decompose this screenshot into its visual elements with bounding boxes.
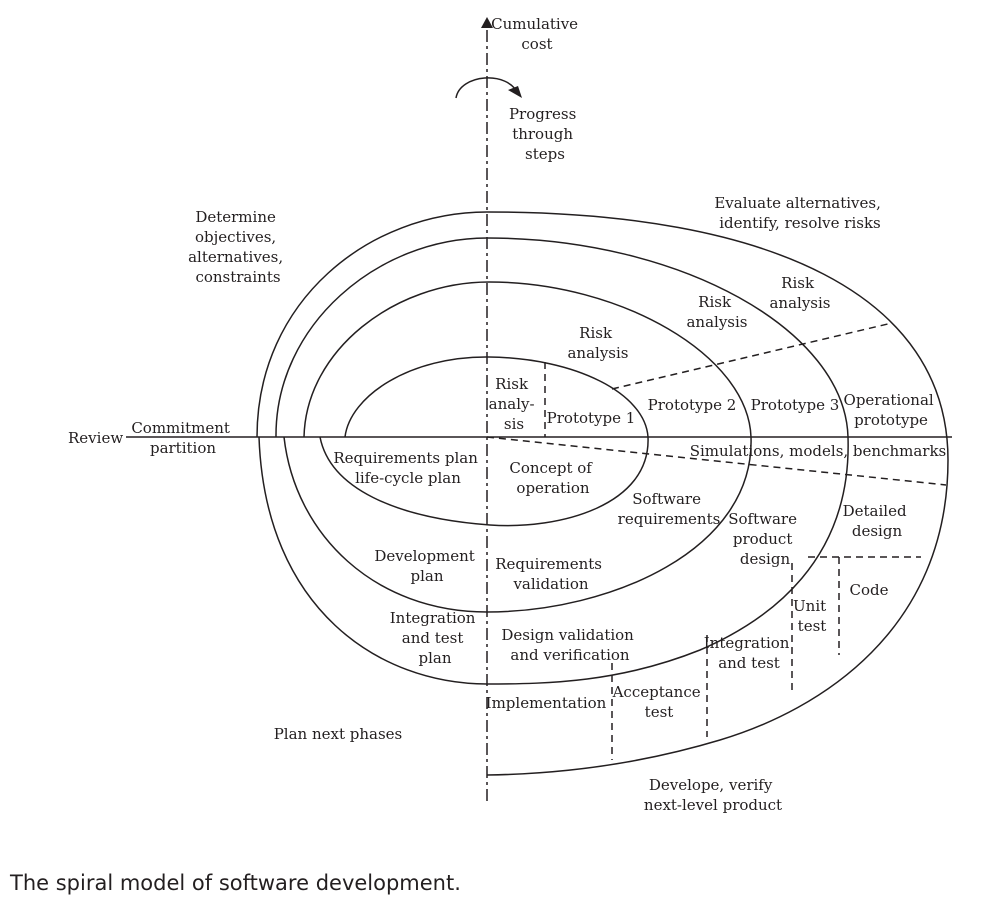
spiral-loop-3 xyxy=(258,237,849,685)
concept-of-operation: Concept of operation xyxy=(509,459,596,497)
risk-analysis-2: Risk analysis xyxy=(567,324,628,362)
risk-analysis-1: Risk analy- sis xyxy=(489,375,540,433)
unit-test: Unit test xyxy=(793,597,831,635)
integration-test-plan: Integration and test plan xyxy=(390,609,481,667)
figure-caption: The spiral model of software development… xyxy=(9,871,461,895)
operational-prototype: Operational prototype xyxy=(844,391,939,429)
design-validation-verification: Design validation and verification xyxy=(501,626,638,664)
detailed-design: Detailed design xyxy=(843,502,912,540)
cumulative-cost-label: Cumulative cost xyxy=(491,15,583,53)
acceptance-test: Acceptance test xyxy=(612,683,706,721)
progress-label: Progress through steps xyxy=(509,105,581,163)
risk-analysis-4: Risk analysis xyxy=(769,274,830,312)
software-product-design: Software product design xyxy=(728,510,802,568)
prototype-3: Prototype 3 xyxy=(751,396,840,414)
code-label: Code xyxy=(850,581,889,599)
risk-analysis-dashed-line xyxy=(611,322,893,390)
spiral-loop-2 xyxy=(283,281,752,613)
development-plan: Development plan xyxy=(374,547,479,585)
implementation: Implementation xyxy=(486,694,607,712)
cost-axis-arrowhead xyxy=(481,17,493,28)
quadrant-develop-verify: Develope, verify next-level product xyxy=(644,776,782,814)
spiral-loop-1 xyxy=(319,356,649,527)
software-requirements: Software requirements xyxy=(618,490,721,528)
progress-arrowhead xyxy=(508,86,522,98)
quadrant-plan-next-phases: Plan next phases xyxy=(274,725,403,743)
requirements-plan: Requirements plan life-cycle plan xyxy=(333,449,482,487)
requirements-validation: Requirements validation xyxy=(495,555,607,593)
review-label: Review xyxy=(68,429,123,447)
prototype-1: Prototype 1 xyxy=(547,409,636,427)
simulations-dashed-line xyxy=(486,436,947,486)
quadrant-evaluate-alternatives: Evaluate alternatives, identify, resolve… xyxy=(714,194,885,232)
commitment-partition-label: Commitment partition xyxy=(131,419,234,457)
quadrant-determine-objectives: Determine objectives, alternatives, cons… xyxy=(188,208,288,286)
prototype-2: Prototype 2 xyxy=(648,396,737,414)
simulations-label: Simulations, models, benchmarks xyxy=(690,442,947,460)
integration-and-test: Integration and test xyxy=(704,634,795,672)
spiral-loop-4 xyxy=(256,211,949,776)
risk-analysis-3: Risk analysis xyxy=(686,293,747,331)
